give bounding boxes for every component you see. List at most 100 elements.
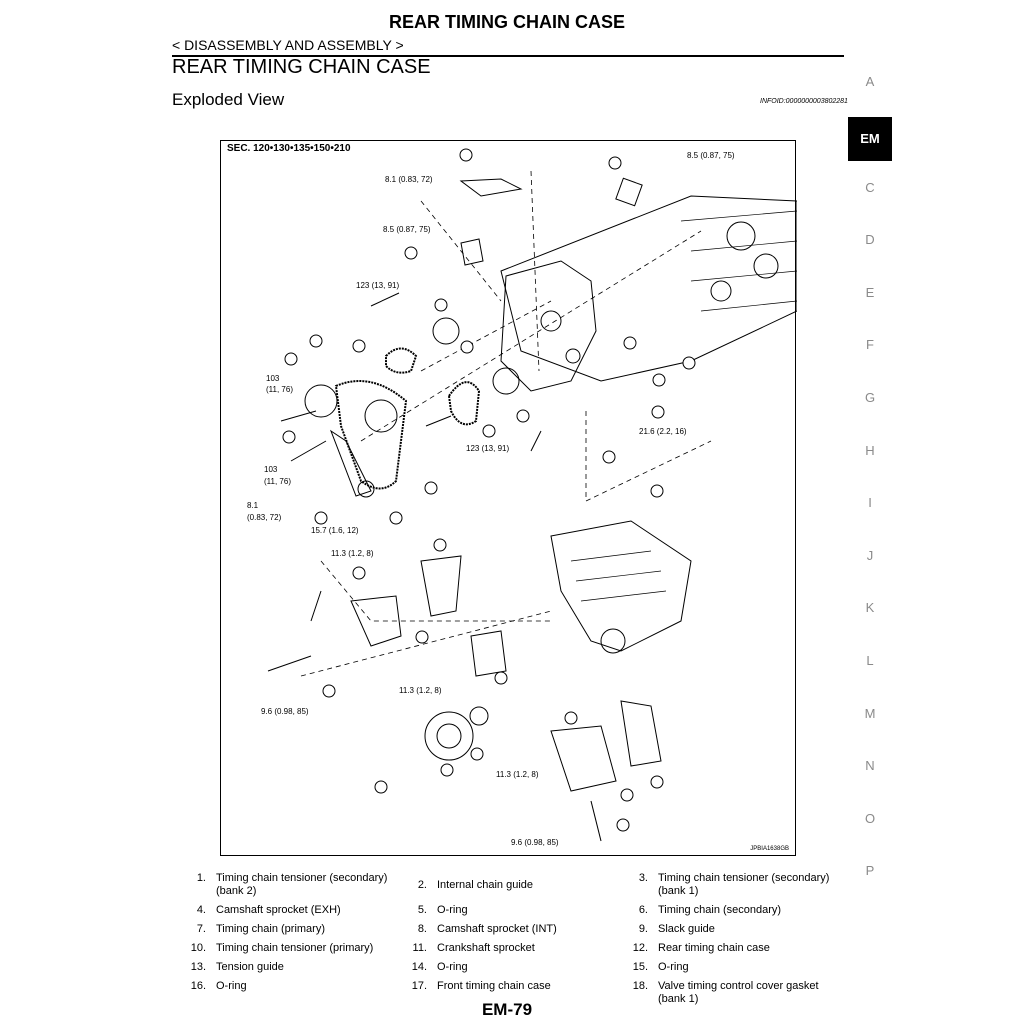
legend-item: 5. O-ring bbox=[401, 904, 622, 917]
legend-text: Valve timing control cover gasket (bank … bbox=[658, 980, 819, 1005]
legend-item: 14. O-ring bbox=[401, 961, 622, 974]
torque-label: (0.83, 72) bbox=[247, 513, 282, 522]
index-tab-m[interactable]: M bbox=[864, 705, 876, 721]
index-tab-e[interactable]: E bbox=[865, 284, 875, 300]
legend-number: 13. bbox=[190, 961, 206, 973]
torque-label: 8.5 (0.87, 75) bbox=[383, 225, 431, 234]
legend-text: Timing chain (primary) bbox=[216, 923, 326, 935]
index-tab-d[interactable]: D bbox=[865, 232, 875, 248]
index-tab-j[interactable]: J bbox=[866, 547, 874, 563]
breadcrumb: < DISASSEMBLY AND ASSEMBLY > bbox=[172, 37, 404, 53]
torque-label: (11, 76) bbox=[266, 385, 293, 394]
internal-chain-guide bbox=[459, 178, 523, 197]
page-number: EM-79 bbox=[481, 1000, 533, 1019]
legend-item: 6. Timing chain (secondary) bbox=[622, 904, 843, 917]
legend-text: Camshaft sprocket (INT) bbox=[437, 923, 557, 935]
torque-label: 103 bbox=[264, 465, 278, 474]
legend-number: 18. bbox=[632, 980, 648, 992]
legend-text: Timing chain tensioner (secondary) (bank… bbox=[658, 872, 830, 897]
torque-label: 21.6 (2.2, 16) bbox=[639, 427, 687, 436]
legend-item: 17. Front timing chain case bbox=[401, 980, 622, 993]
index-tab-i[interactable]: I bbox=[868, 495, 872, 511]
crankshaft-pulley bbox=[424, 711, 474, 761]
section-index: A EM C D E F G H I J K L M N O P bbox=[848, 60, 892, 902]
legend-number: 15. bbox=[632, 961, 648, 973]
index-tab-k[interactable]: K bbox=[865, 600, 875, 616]
slack-guide bbox=[329, 429, 372, 497]
torque-label: 11.3 (1.2, 8) bbox=[496, 770, 539, 779]
legend-item: 10. Timing chain tensioner (primary) bbox=[180, 942, 401, 955]
legend-text: Rear timing chain case bbox=[658, 942, 770, 954]
legend-text: Timing chain tensioner (secondary) (bank… bbox=[216, 872, 388, 897]
torque-label: 8.5 (0.87, 75) bbox=[687, 151, 735, 160]
legend-number: 6. bbox=[638, 904, 648, 916]
legend-text: O-ring bbox=[216, 980, 247, 992]
camshaft-sprocket-exh bbox=[432, 317, 460, 345]
torque-label: 9.6 (0.98, 85) bbox=[511, 838, 559, 847]
index-tab-n[interactable]: N bbox=[865, 758, 875, 774]
index-tab-p[interactable]: P bbox=[865, 863, 875, 879]
page-header-title: REAR TIMING CHAIN CASE bbox=[388, 12, 625, 32]
legend-item: 4. Camshaft sprocket (EXH) bbox=[180, 904, 401, 917]
section-title: REAR TIMING CHAIN CASE bbox=[172, 56, 431, 78]
legend-text: Timing chain (secondary) bbox=[658, 904, 782, 916]
legend-number: 2. bbox=[417, 879, 427, 891]
front-timing-chain-case-outline bbox=[550, 520, 692, 652]
torque-label: 8.1 (0.83, 72) bbox=[385, 175, 433, 184]
legend-number: 17. bbox=[411, 980, 427, 992]
legend-number: 3. bbox=[638, 872, 648, 884]
legend-text: Camshaft sprocket (EXH) bbox=[216, 904, 341, 916]
index-tab-l[interactable]: L bbox=[866, 652, 874, 668]
index-tab-o[interactable]: O bbox=[864, 810, 876, 826]
legend-text: O-ring bbox=[437, 904, 468, 916]
legend-item: 8. Camshaft sprocket (INT) bbox=[401, 923, 622, 936]
legend-number: 4. bbox=[196, 904, 206, 916]
legend-item: 11.Crankshaft sprocket bbox=[401, 942, 622, 955]
index-tab-f[interactable]: F bbox=[866, 337, 874, 353]
cylinder-block-outline bbox=[500, 195, 797, 382]
legend-text: O-ring bbox=[437, 961, 468, 973]
legend-item: 2. Internal chain guide bbox=[401, 872, 622, 898]
legend-number: 7. bbox=[196, 923, 206, 935]
torque-label: 103 bbox=[266, 374, 280, 383]
legend-number: 14. bbox=[411, 961, 427, 973]
subsection-title: Exploded View bbox=[172, 90, 285, 109]
exploded-view-drawing bbox=[267, 148, 797, 842]
legend-item: 18. Valve timing control cover gasket (ba… bbox=[622, 980, 843, 1006]
torque-label: 9.6 (0.98, 85) bbox=[261, 707, 309, 716]
header-divider bbox=[172, 55, 844, 57]
torque-label: 123 (13, 91) bbox=[466, 444, 510, 453]
torque-label: 15.7 (1.6, 12) bbox=[311, 526, 359, 535]
index-tab-a[interactable]: A bbox=[865, 74, 875, 89]
index-tab-em[interactable]: EM bbox=[848, 116, 892, 161]
camshaft-sprocket-int bbox=[364, 399, 398, 433]
torque-label: 11.3 (1.2, 8) bbox=[331, 549, 374, 558]
index-tab-h[interactable]: H bbox=[865, 442, 875, 458]
legend-item: 1.Timing chain tensioner (secondary) (ba… bbox=[180, 872, 401, 898]
torque-label: 11.3 (1.2, 8) bbox=[399, 686, 442, 695]
legend-text: Tension guide bbox=[216, 961, 284, 973]
legend-number: 5. bbox=[417, 904, 427, 916]
torque-label: 123 (13, 91) bbox=[356, 281, 400, 290]
legend-item: 15.O-ring bbox=[622, 961, 843, 974]
timing-chain-primary bbox=[334, 380, 408, 490]
legend-text: Timing chain tensioner (primary) bbox=[216, 942, 374, 954]
crankshaft-sprocket bbox=[357, 480, 375, 498]
legend-item: 3. Timing chain tensioner (secondary) (ba… bbox=[622, 872, 843, 898]
legend-text: Front timing chain case bbox=[437, 980, 551, 992]
info-id: INFOID:0000000003802281 bbox=[760, 98, 848, 105]
rear-timing-chain-case-outline bbox=[500, 260, 597, 392]
legend-number: 9. bbox=[638, 923, 648, 935]
legend-number: 16. bbox=[190, 980, 206, 992]
legend-number: 10. bbox=[190, 942, 206, 954]
legend-item: 9. Slack guide bbox=[622, 923, 843, 936]
legend-number: 12. bbox=[632, 942, 648, 954]
section-reference-label: SEC. 120•130•135•150•210 bbox=[227, 143, 351, 154]
index-tab-g[interactable]: G bbox=[864, 389, 876, 405]
legend-item: 7. Timing chain (primary) bbox=[180, 923, 401, 936]
legend-item: 12. Rear timing chain case bbox=[622, 942, 843, 955]
legend-text: Internal chain guide bbox=[437, 878, 534, 891]
index-tab-c[interactable]: C bbox=[865, 179, 875, 195]
legend-text: Slack guide bbox=[658, 923, 715, 935]
legend-number: 8. bbox=[417, 923, 427, 935]
